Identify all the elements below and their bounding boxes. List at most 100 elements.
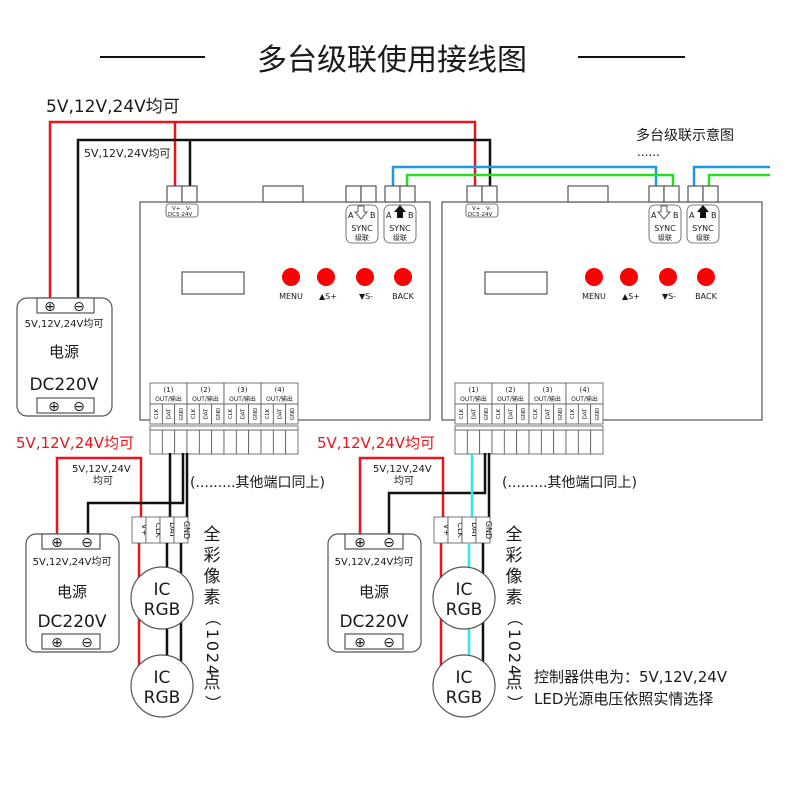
sync-in-a-terminal	[648, 185, 665, 203]
output-pin-label: DAT	[472, 408, 478, 419]
sync-in-b-terminal	[663, 185, 680, 203]
output-terminal-slot	[285, 429, 299, 455]
vertical-note-char: ）	[203, 695, 222, 711]
sync-out-b-label: B	[408, 211, 414, 220]
output-terminal-slot	[503, 429, 518, 455]
wire-power-positive-top	[48, 120, 477, 300]
sync-in-sub: 级联	[658, 233, 672, 242]
output-terminal-slot	[540, 429, 555, 455]
output-terminal-slot	[260, 429, 274, 455]
pixel-chip-type: RGB	[446, 688, 483, 708]
back-button[interactable]	[394, 268, 412, 286]
output-label: OUT/输出	[497, 395, 524, 403]
minus-icon: ⊖	[383, 535, 395, 551]
speed-down-button[interactable]	[659, 268, 677, 286]
vertical-note-char: 2	[505, 653, 524, 663]
output-terminal-slot	[454, 429, 468, 455]
output-voltage: 5V,12V,24V均可	[335, 556, 414, 568]
output-pin-label: GND	[253, 408, 259, 421]
output-label: OUT/输出	[571, 395, 598, 403]
back-button-label: BACK	[392, 292, 414, 301]
sync-in-label: SYNC	[654, 224, 676, 233]
sync-out-b-terminal	[399, 185, 416, 203]
output-number: (2)	[201, 386, 211, 394]
output-pin-label: DAT	[204, 408, 210, 419]
vertical-note-char: 4	[203, 665, 222, 675]
output-pin-label: DAT	[278, 408, 284, 419]
output-terminal-slot	[516, 429, 530, 455]
strip-pin-label: CLK	[154, 522, 163, 538]
footnote-controller-power: 控制器供电为：5V,12V,24V	[534, 668, 728, 686]
vertical-note-char: 素	[506, 588, 523, 608]
pixel-chip-label: IC	[456, 580, 473, 600]
output-pin-label: GND	[179, 408, 185, 421]
strip1-supply-label: 5V,12V,24V均可	[16, 434, 134, 452]
strip-pin-label: V+	[442, 524, 451, 536]
input-voltage: DC220V	[29, 375, 98, 395]
strip1-other-ports-note: (.........其他端口同上)	[190, 475, 325, 491]
pixel-chip-label: IC	[154, 668, 171, 688]
menu-button[interactable]	[282, 268, 300, 286]
plus-icon: ⊕	[354, 535, 366, 551]
output-terminal-slot	[174, 429, 188, 455]
input-voltage: DC220V	[339, 612, 408, 632]
vminus-label: V-	[486, 206, 491, 212]
output-pin-label: DAT	[241, 408, 247, 419]
lcd-display	[484, 271, 548, 295]
output-pin-label: DAT	[583, 408, 589, 419]
wire-sync-b-out	[707, 173, 770, 187]
pixel-chip-type: RGB	[144, 688, 181, 708]
wire-sync-a	[391, 165, 658, 187]
minus-icon: ⊖	[383, 635, 395, 651]
arrow-up-filled-icon	[697, 205, 709, 218]
speed-up-button[interactable]	[620, 268, 638, 286]
output-pin-label: GND	[290, 408, 296, 421]
strip-pin-label: GND	[182, 521, 191, 539]
output-label: OUT/输出	[460, 395, 487, 403]
pixel-chip-type: RGB	[144, 600, 181, 620]
strip2-other-ports-note: (.........其他端口同上)	[502, 475, 637, 491]
ic-rgb-pixel	[432, 654, 496, 718]
arrow-down-outline-icon	[657, 205, 671, 220]
terminal-vminus	[181, 185, 198, 203]
output-terminal-slot	[491, 429, 505, 455]
sync-in-b-label: B	[370, 211, 376, 220]
sync-out-a-label: A	[689, 211, 695, 220]
output-voltage: 5V,12V,24V均可	[25, 318, 104, 330]
plus-icon: ⊕	[354, 635, 366, 651]
power-supply-name: 电源	[359, 583, 389, 601]
vertical-note-char: 全	[506, 525, 523, 545]
vertical-note-char: 4	[505, 665, 524, 675]
power-label-box	[465, 203, 499, 218]
output-terminal-slot	[235, 429, 250, 455]
vertical-note-char: 全	[204, 525, 221, 545]
sync-in-sub: 级联	[355, 233, 369, 242]
output-terminal-slot	[248, 429, 262, 455]
menu-button-label: MENU	[582, 292, 606, 301]
output-terminal-slot	[590, 429, 604, 455]
sync-out-sub: 级联	[696, 233, 710, 242]
back-button[interactable]	[697, 268, 715, 286]
vertical-note-char: 彩	[204, 546, 221, 566]
output-terminal-slot	[211, 429, 225, 455]
strip2-supply-label: 5V,12V,24V均可	[317, 434, 435, 452]
output-label: OUT/输出	[534, 395, 561, 403]
menu-button[interactable]	[585, 268, 603, 286]
power-label-box	[165, 203, 199, 218]
speed-up-label: ▲S+	[319, 292, 337, 301]
strip-pin-label: GND	[484, 521, 493, 539]
sync-out-b-label: B	[711, 211, 717, 220]
output-number: (1)	[164, 386, 174, 394]
speed-up-button[interactable]	[317, 268, 335, 286]
output-pin-label: CLK	[459, 408, 465, 419]
output-terminal-slot	[161, 429, 176, 455]
vertical-note-char: 像	[506, 567, 523, 587]
output-pin-label: CLK	[154, 408, 160, 419]
vertical-note-char: 素	[204, 588, 221, 608]
output-pin-cell	[285, 403, 299, 425]
speed-down-button[interactable]	[356, 268, 374, 286]
output-terminal	[344, 533, 404, 550]
wire-ground-top	[76, 138, 492, 300]
terminal-strip-top	[454, 425, 604, 431]
